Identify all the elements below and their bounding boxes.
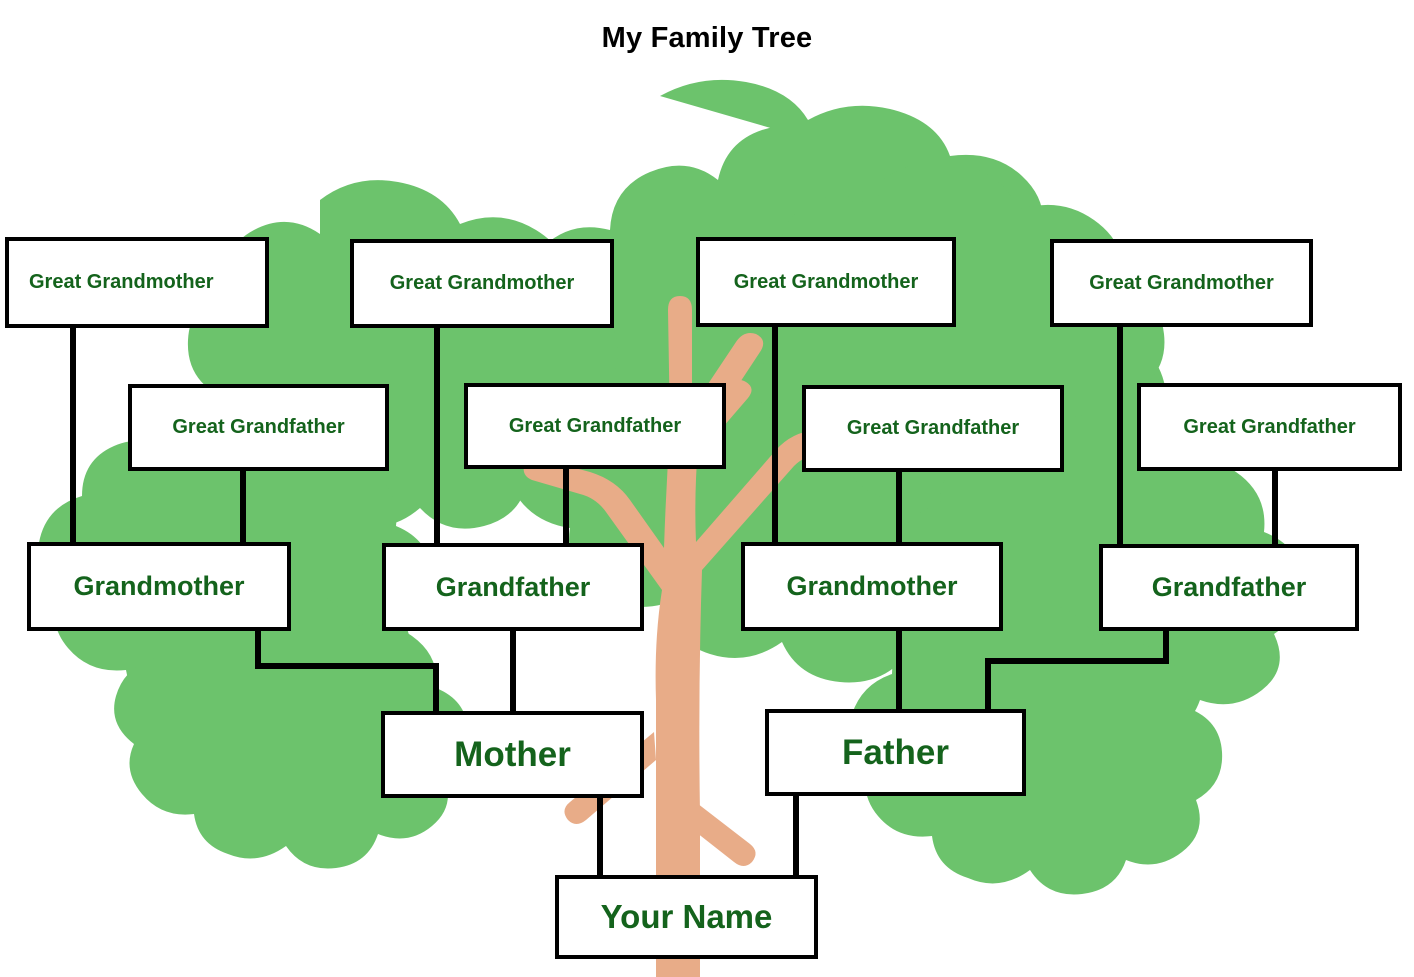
node-label-mother: Mother (454, 734, 571, 774)
node-gf-2[interactable]: Grandfather (1099, 544, 1359, 631)
connector-ggm3-to-gm2 (772, 327, 778, 543)
connector-gf2-to-father (1163, 631, 1169, 664)
connector-father-to-self (793, 796, 799, 877)
connector-ggf4-to-gf2 (1272, 471, 1278, 545)
connector-mother-to-self (597, 798, 603, 877)
node-label-gm-2: Grandmother (786, 571, 958, 601)
node-label-self: Your Name (600, 898, 773, 935)
node-ggm-4[interactable]: Great Grandmother (1050, 239, 1313, 327)
node-label-ggm-4: Great Grandmother (1089, 271, 1274, 294)
connector-ggm4-to-gf2 (1117, 327, 1123, 545)
connector-gf1-to-mother (510, 631, 516, 713)
node-label-gf-2: Grandfather (1151, 572, 1307, 602)
connector-gm2-to-father (896, 631, 902, 711)
node-label-ggm-3: Great Grandmother (733, 270, 919, 293)
node-label-ggf-3: Great Grandfather (846, 417, 1020, 439)
node-label-father: Father (842, 732, 949, 772)
connector-gm1-to-mother (433, 663, 439, 713)
connector-ggf1-to-gm1 (240, 471, 246, 544)
node-ggf-1[interactable]: Great Grandfather (128, 384, 389, 471)
node-label-ggm-2: Great Grandmother (389, 272, 575, 294)
node-ggm-2[interactable]: Great Grandmother (350, 239, 614, 328)
connector-ggm1-to-gm1 (70, 328, 76, 544)
node-ggf-3[interactable]: Great Grandfather (802, 385, 1064, 472)
connector-gf2-to-father (985, 658, 991, 711)
node-gm-1[interactable]: Grandmother (27, 542, 291, 631)
page-title: My Family Tree (601, 22, 813, 54)
connector-gf2-to-father (985, 658, 1169, 664)
node-ggm-3[interactable]: Great Grandmother (696, 237, 956, 327)
node-label-ggf-2: Great Grandfather (508, 414, 682, 437)
node-label-gm-1: Grandmother (73, 571, 245, 601)
connector-ggf2-to-gf1 (563, 469, 569, 544)
node-ggm-1[interactable]: Great Grandmother (5, 237, 269, 328)
node-father[interactable]: Father (765, 709, 1026, 796)
node-ggf-4[interactable]: Great Grandfather (1137, 383, 1402, 471)
node-label-ggm-1: Great Grandmother (29, 271, 214, 293)
node-self[interactable]: Your Name (555, 875, 818, 959)
node-label-gf-1: Grandfather (435, 571, 591, 602)
node-ggf-2[interactable]: Great Grandfather (464, 383, 726, 469)
connector-gm1-to-mother (255, 663, 439, 669)
connector-gm1-to-mother (255, 631, 261, 669)
node-gm-2[interactable]: Grandmother (741, 542, 1003, 631)
node-label-ggf-4: Great Grandfather (1183, 415, 1356, 438)
connector-ggf3-to-gm2 (896, 472, 902, 544)
node-gf-1[interactable]: Grandfather (382, 543, 644, 631)
node-mother[interactable]: Mother (381, 711, 644, 798)
connector-ggm2-to-gf1 (434, 328, 440, 544)
node-label-ggf-1: Great Grandfather (172, 416, 345, 438)
